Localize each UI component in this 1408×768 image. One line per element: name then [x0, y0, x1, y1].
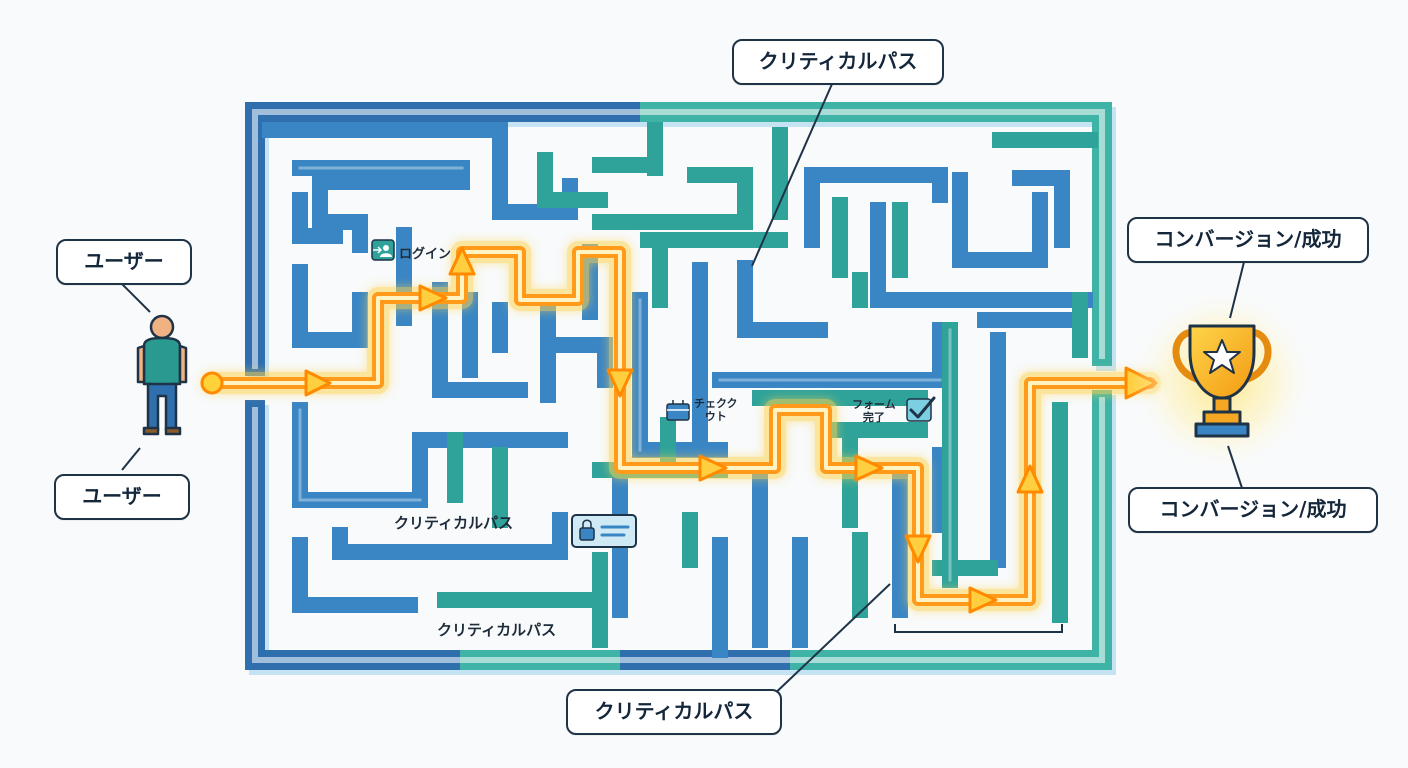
path-start-dot — [200, 371, 224, 395]
login-step-label: ログイン — [399, 247, 452, 262]
user-callout-top: ユーザー — [56, 239, 192, 285]
form-complete-step-label: フォーム 完了 — [852, 398, 896, 424]
checkbox-icon — [906, 396, 936, 422]
login-icon — [371, 239, 395, 261]
form-label-line1: フォーム — [852, 398, 896, 411]
callout-connectors — [121, 83, 1245, 701]
user-callout-bottom: ユーザー — [54, 474, 190, 520]
maze-walls — [245, 102, 1116, 675]
cart-icon — [666, 400, 690, 421]
checkout-label-line1: チェクク — [694, 397, 738, 410]
checkout-label-line2: ウト — [704, 410, 727, 423]
star-icon — [1203, 339, 1241, 374]
person-icon — [136, 314, 188, 436]
critical-path-label-inner-2: クリティカルパス — [437, 621, 557, 639]
goal-callout-bottom: コンバージョン/成功 — [1128, 487, 1378, 533]
checkout-step-label: チェクク ウト — [694, 397, 738, 423]
lock-card-icon — [571, 514, 637, 548]
critical-path-callout-bottom: クリティカルパス — [566, 689, 782, 735]
trophy-icon — [1172, 324, 1272, 438]
critical-path-callout-top: クリティカルパス — [732, 39, 944, 85]
form-label-line2: 完了 — [862, 411, 885, 424]
critical-path-label-inner-1: クリティカルパス — [394, 514, 514, 532]
goal-callout-top: コンバージョン/成功 — [1127, 217, 1369, 263]
